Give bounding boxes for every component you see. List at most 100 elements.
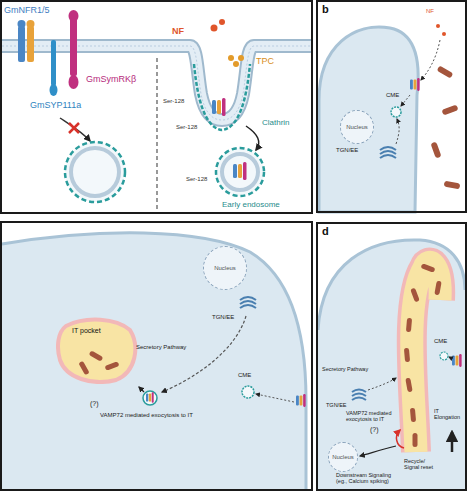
panel-letter: d [322, 225, 465, 237]
tpc-complex [233, 61, 239, 67]
nucleus: Nucleus [203, 246, 247, 290]
node-label: IT pocket [72, 327, 138, 335]
rhizobium [434, 281, 441, 296]
annotation-label: VAMP72 mediated exocytosis to IT [346, 410, 396, 423]
rhizobium [404, 348, 410, 362]
annotation-label: TGN/EE [336, 147, 358, 154]
panel-divider [156, 58, 157, 210]
annotation-label: CME [434, 338, 447, 345]
annotation-label: TGN/EE [326, 402, 346, 408]
clathrin-coat [194, 64, 250, 130]
clathrin-vesicle [65, 142, 125, 202]
rhizobium [410, 288, 419, 303]
cell-wall [2, 233, 306, 489]
syp111a-protein [51, 40, 56, 86]
annotation-label: GmNFR1/5 [4, 5, 50, 15]
annotation-label: Recycle/ Signal reset [404, 458, 438, 471]
blocked-arrow [60, 118, 90, 141]
rhizobium [441, 104, 458, 115]
panel-letter: b [322, 3, 465, 15]
symrk-receptor [70, 18, 77, 76]
annotation-label: CME [238, 372, 251, 379]
nod-factor [211, 25, 218, 32]
elongation-arrow [451, 432, 454, 452]
endocytosis-arrow [401, 95, 410, 106]
rhizobium [430, 141, 441, 158]
rhizobium [421, 263, 436, 272]
annotation-label: Early endosome [222, 200, 280, 209]
golgi-stack [240, 297, 256, 308]
node-label: Nucleus [214, 265, 236, 272]
rhizobium [78, 361, 89, 376]
symrk-kinase [69, 75, 79, 89]
node-label: Nucleus [346, 124, 368, 131]
root-hair-cell [319, 27, 418, 212]
golgi-stack [380, 147, 396, 158]
annotation-label: CME [386, 92, 399, 99]
nfr1-receptor [18, 26, 25, 62]
panel-frame [1, 222, 312, 490]
nucleus: Nucleus [340, 110, 374, 144]
root-hair-cell [2, 233, 306, 489]
annotation-label: Ser-128 [176, 124, 197, 131]
annotation-label: Clathrin [262, 118, 290, 127]
tpc-complex [238, 55, 244, 61]
tpc-complex [228, 55, 234, 61]
block-cross [69, 123, 79, 133]
recycle-arrow [397, 430, 404, 448]
it-pocket-outline [56, 316, 138, 384]
annotation-label: TPC [256, 56, 274, 66]
rhizobium [437, 65, 454, 78]
syp111a-domain [50, 84, 58, 96]
annotation-label: Secretory Pathway [136, 344, 186, 351]
figure-panel: bNucleus [316, 0, 467, 213]
vesicle-membrane [71, 148, 119, 196]
annotation-label: Ser-128 [186, 176, 207, 183]
annotation-label: TGN/EE [212, 314, 234, 321]
endocytosis-arrow [256, 394, 294, 402]
panel-frame [1, 1, 312, 213]
annotation-label: (?) [90, 400, 99, 408]
root-hair-cell [318, 240, 465, 489]
annotation-label: IT Elongation [434, 408, 463, 421]
annotation-label: (?) [370, 426, 379, 434]
annotation-label: GmSymRKβ [86, 74, 136, 84]
rhizobium [410, 408, 416, 422]
rhizobium [406, 318, 412, 332]
signal-arrow [421, 40, 440, 80]
rhizobium [105, 361, 120, 370]
exocytosis-arrow [139, 387, 144, 392]
annotation-label: NF [172, 26, 184, 36]
secretory-arrow [162, 316, 246, 392]
nucleus: Nucleus [328, 442, 358, 472]
nfr5-receptor [27, 26, 34, 62]
nod-factor [219, 19, 225, 25]
rhizobium [89, 350, 104, 361]
receptor-complex [410, 78, 420, 91]
annotation-label: GmSYP111a [30, 100, 81, 110]
nod-factor [436, 24, 440, 28]
signaling-arrow [360, 446, 396, 456]
receptor-complex [212, 98, 226, 116]
endocytosis-arrow [449, 357, 451, 358]
figure-panel: dNucleus [316, 222, 467, 491]
endocytosis-arrow [246, 126, 259, 150]
early-endosome [216, 148, 264, 196]
vamp72-vesicle [143, 391, 157, 405]
receptor-complex [146, 392, 154, 402]
receptor-complex [296, 394, 306, 407]
node-label: Nucleus [332, 454, 354, 461]
endocytic-vesicle [242, 386, 254, 398]
nod-factor [442, 32, 446, 36]
annotation-label: Downstream Signaling (eg., Calcium spiki… [336, 472, 400, 485]
annotation-label: NF [426, 8, 434, 15]
vesicle-membrane [222, 154, 258, 190]
annotation-label: VAMP72 mediated exocytosis to IT [100, 412, 193, 419]
rhizobium [413, 433, 418, 447]
rhizobium [405, 378, 412, 393]
endocytic-vesicle [440, 352, 448, 360]
trafficking-arrow [396, 119, 399, 144]
annotation-label: Secretory Pathway [322, 366, 368, 372]
